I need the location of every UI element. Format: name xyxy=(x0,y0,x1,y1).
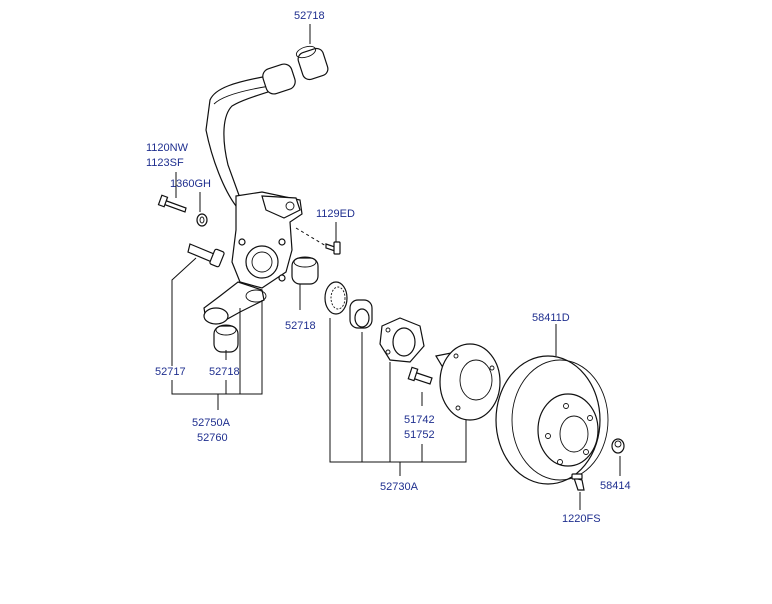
wheel-stud[interactable] xyxy=(407,366,433,385)
tone-ring[interactable] xyxy=(324,281,348,315)
label-51752[interactable]: 51752 xyxy=(404,429,435,441)
bushing-mid[interactable] xyxy=(291,256,319,285)
label-58411d[interactable]: 58411D xyxy=(532,312,570,324)
bushing-top[interactable] xyxy=(261,44,330,96)
bolt-1129ed[interactable] xyxy=(325,241,341,255)
label-52760[interactable]: 52760 xyxy=(197,432,228,444)
bushing-low[interactable] xyxy=(213,324,239,353)
screw-1220fs[interactable] xyxy=(571,473,585,491)
label-1220fs[interactable]: 1220FS xyxy=(562,513,601,525)
label-52750a[interactable]: 52750A xyxy=(192,417,230,429)
washer-1360gh[interactable] xyxy=(196,213,208,227)
axis-line xyxy=(295,227,327,247)
label-1360gh[interactable]: 1360GH xyxy=(170,178,211,190)
leader-lines xyxy=(171,24,621,510)
label-1120nw[interactable]: 1120NW xyxy=(146,142,188,154)
cap-58414[interactable] xyxy=(611,438,625,454)
wheel-bearing[interactable] xyxy=(349,299,373,329)
label-1123sf[interactable]: 1123SF xyxy=(146,157,184,169)
label-52718-top[interactable]: 52718 xyxy=(294,10,325,22)
label-52730a[interactable]: 52730A xyxy=(380,481,418,493)
steering-knuckle[interactable] xyxy=(203,75,303,325)
hub-flange-small[interactable] xyxy=(379,317,425,363)
label-51742[interactable]: 51742 xyxy=(404,414,435,426)
bolt-52717[interactable] xyxy=(187,243,225,268)
label-52718-mid[interactable]: 52718 xyxy=(285,320,316,332)
bolt-1120nw[interactable] xyxy=(157,194,187,213)
wheel-hub[interactable] xyxy=(435,343,501,421)
brake-disc[interactable] xyxy=(495,355,609,485)
label-58414[interactable]: 58414 xyxy=(600,480,631,492)
label-52718-low[interactable]: 52718 xyxy=(209,366,240,378)
label-1129ed[interactable]: 1129ED xyxy=(316,208,355,220)
label-52717[interactable]: 52717 xyxy=(155,366,186,378)
